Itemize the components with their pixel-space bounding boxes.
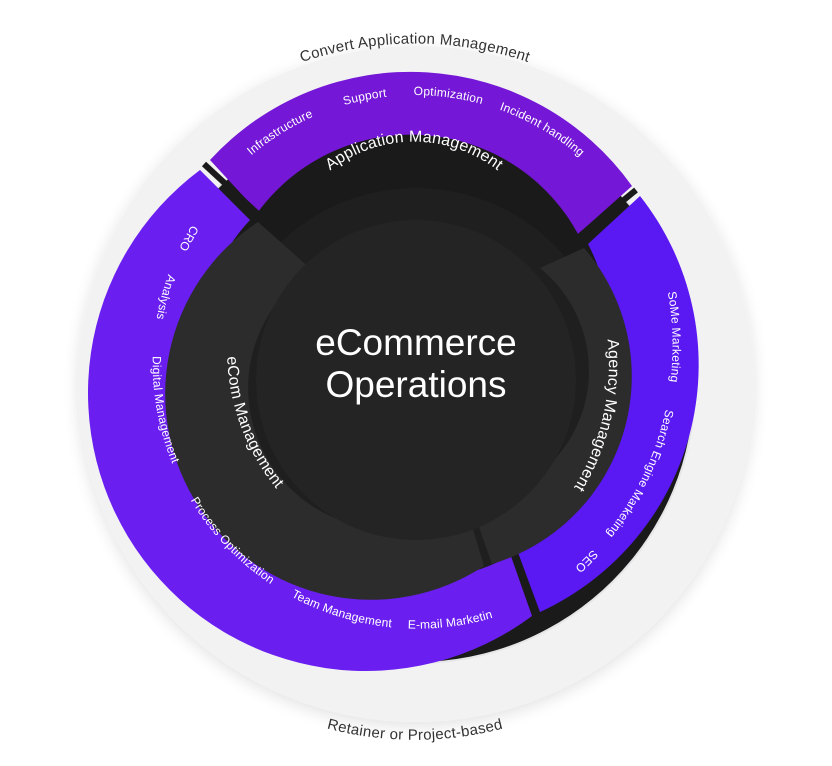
center-core — [256, 220, 576, 540]
center-title-line2: Operations — [326, 364, 507, 405]
center-title-line1: eCommerce — [315, 322, 517, 363]
divider-app-ecom — [201, 161, 261, 217]
segment-application-management — [210, 71, 632, 235]
divider-app-agency — [578, 187, 638, 239]
inner-segment-agency — [470, 248, 632, 564]
inner-segment-ecom — [165, 222, 484, 600]
agency-item-some-marketing: SoMe Marketing — [665, 290, 684, 383]
